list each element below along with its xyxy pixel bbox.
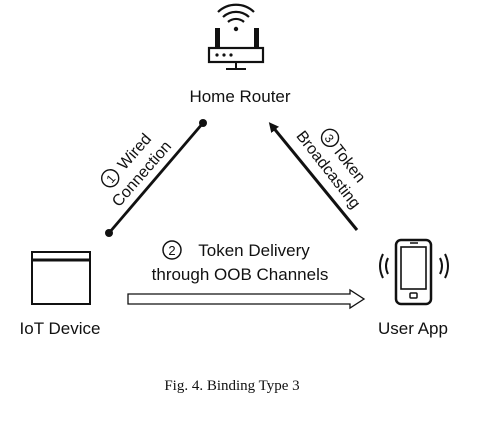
step-1-badge xyxy=(100,169,120,188)
oob-label-line1: Token Delivery xyxy=(198,241,310,260)
step-2-number: 2 xyxy=(168,243,175,258)
step-3-badge xyxy=(320,128,340,148)
phone-icon xyxy=(379,238,449,306)
oob-label-line2: through OOB Channels xyxy=(152,265,329,284)
broadcast-arrow xyxy=(268,122,359,231)
oob-delivery-arrow xyxy=(127,288,366,310)
router-icon xyxy=(207,3,265,70)
figure-caption: Fig. 4. Binding Type 3 xyxy=(164,378,299,394)
router-label: Home Router xyxy=(189,87,290,106)
wired-connection-line xyxy=(107,122,205,234)
wired-endpoint-top xyxy=(199,119,207,127)
broadcast-label: 3 Token Broadcasting xyxy=(292,128,368,212)
wired-endpoint-bottom xyxy=(105,229,113,237)
iot-device-icon xyxy=(31,251,91,305)
wired-connection-label: 1 Wired Connection xyxy=(100,131,175,210)
iot-device-label: IoT Device xyxy=(20,319,101,338)
user-app-label: User App xyxy=(378,319,448,338)
step-2-badge xyxy=(162,240,182,260)
